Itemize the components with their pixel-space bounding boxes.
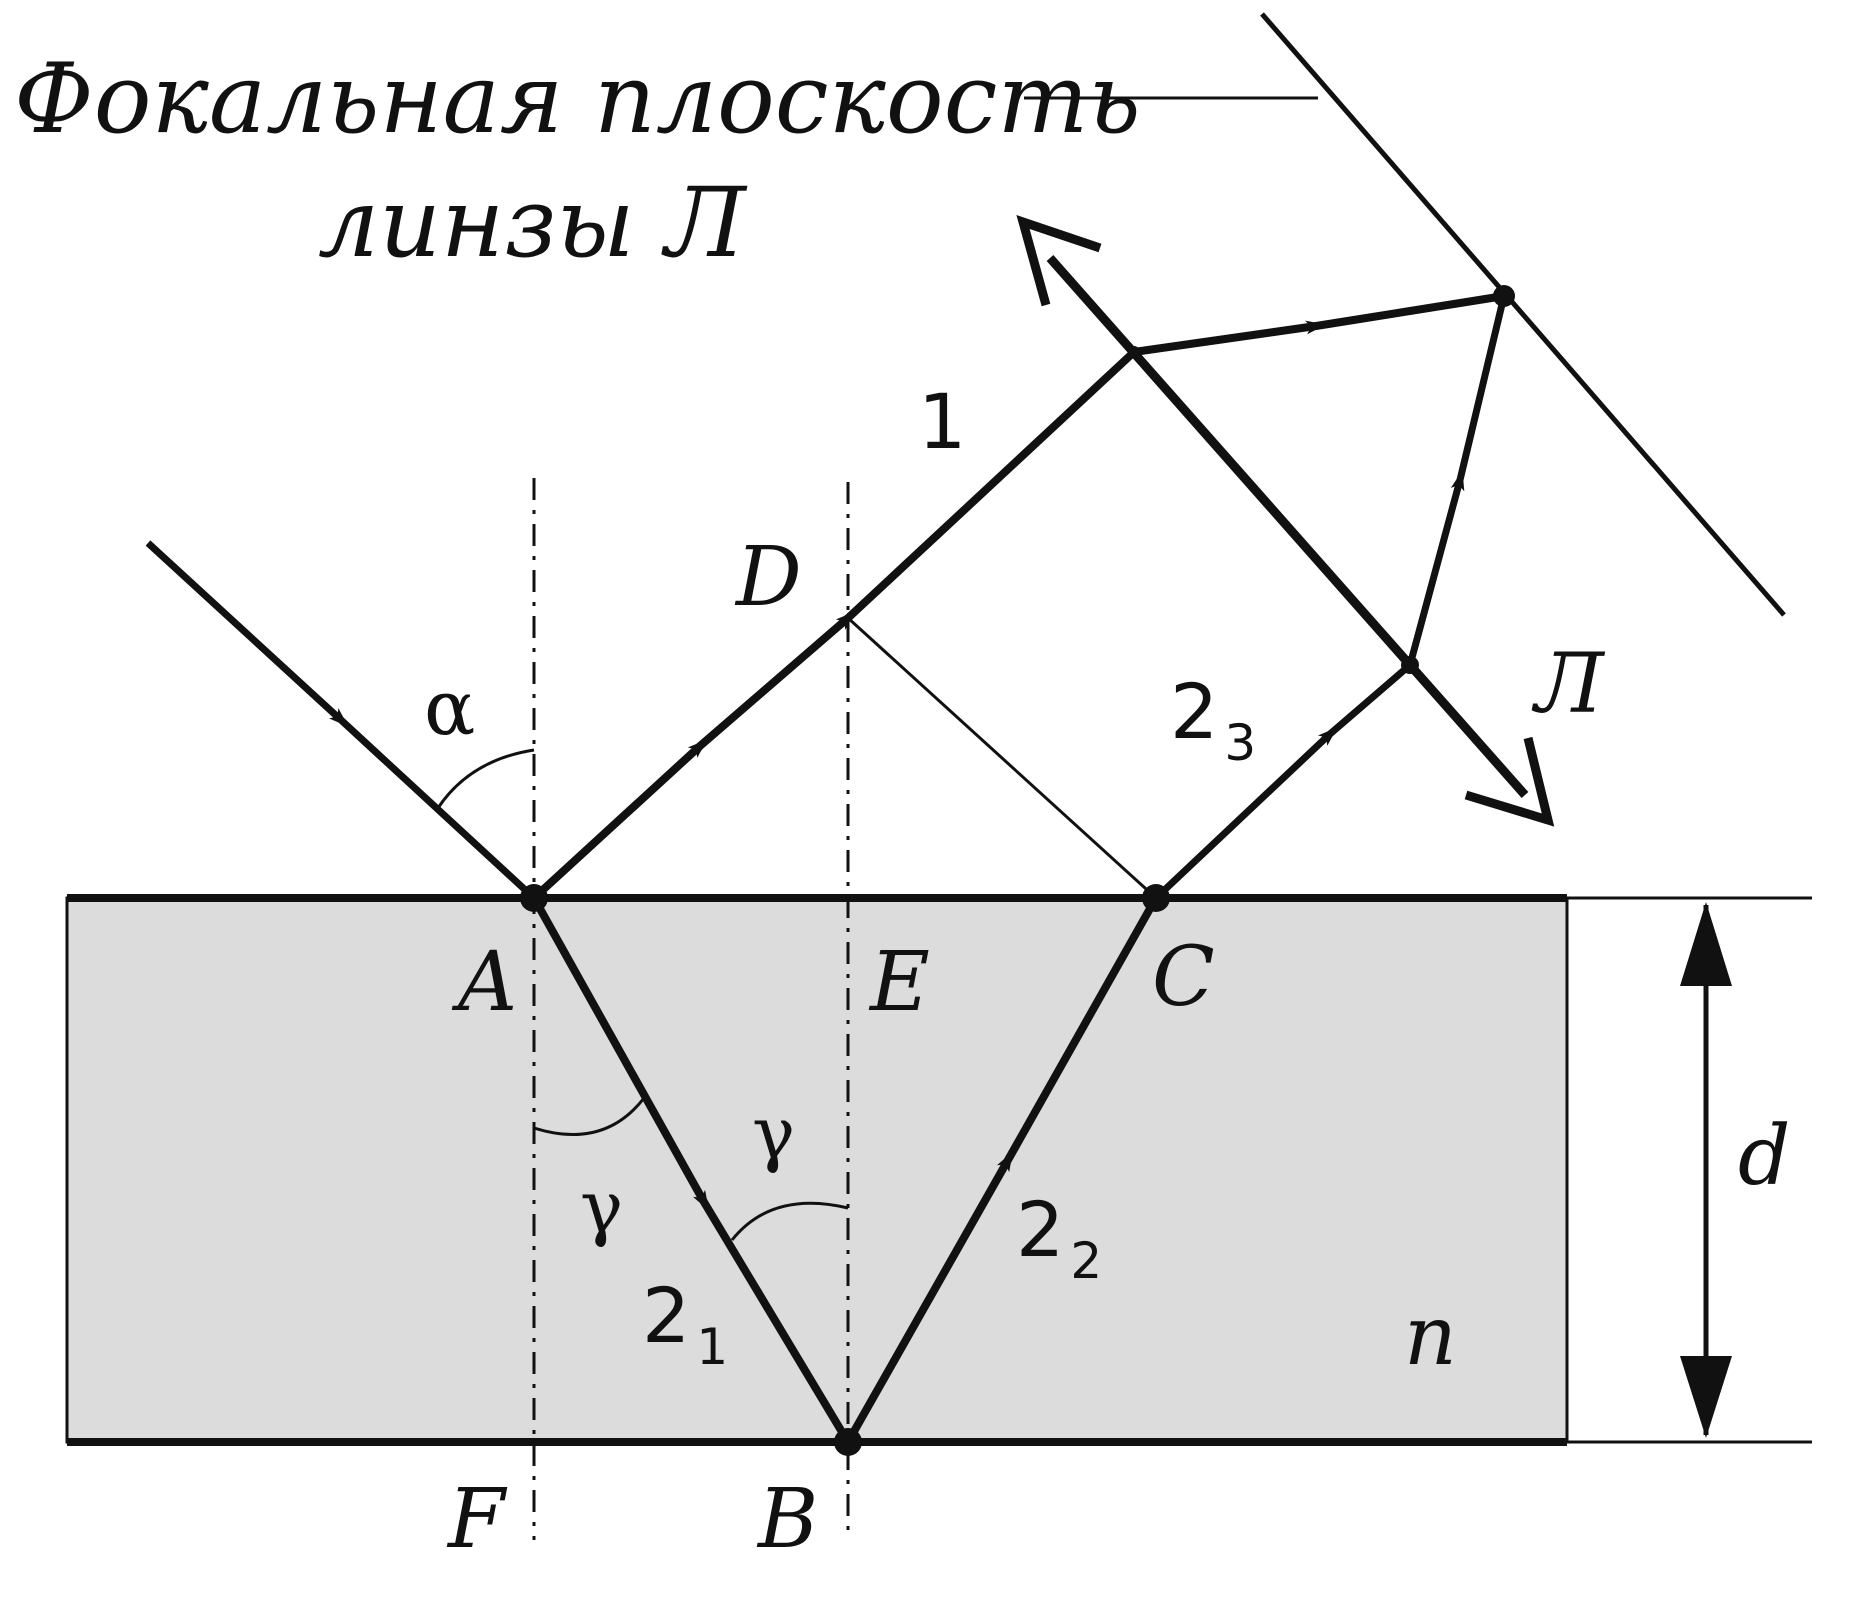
label-point-c: C [1152,930,1215,1025]
thickness-arrow-bottom [1680,1356,1732,1438]
thickness-arrow-top [1680,902,1732,986]
point-b-dot [834,1428,862,1456]
lens-line [1046,255,1529,798]
ray-1-after-lens [1133,292,1505,356]
lens-arrow-bottom [1464,736,1555,827]
label-angle-gamma-left: γ [580,1165,623,1249]
ray-2-1 [530,896,852,1445]
title-line-1: Фокальная плоскость [14,43,1141,155]
point-c-dot [1142,884,1170,912]
ray-2-3 [1153,662,1413,901]
label-point-e: E [868,935,930,1030]
angle-gamma-arc-right [730,1201,849,1241]
glass-plate [65,896,1569,1444]
wavefront-line-dc [846,616,1158,900]
label-angle-gamma-right: γ [752,1091,795,1175]
focal-plane-line [1260,12,1786,617]
angle-gamma-arc-left [533,1097,646,1136]
label-refractive-index-n: n [1404,1289,1457,1384]
lens-arrow-top [1016,215,1102,307]
label-angle-alpha: α [424,663,475,752]
focus-point-dot [1493,285,1515,307]
label-point-d: D [734,530,802,625]
label-point-b: B [756,1472,818,1567]
ray-2-3-after-lens [1406,295,1508,666]
label-ray-1: 1 [918,377,966,466]
label-point-f: F [446,1472,508,1567]
label-lens: Л [1531,637,1606,732]
point-a-dot [520,884,548,912]
label-point-a: A [451,935,517,1030]
ray-2-2 [844,896,1160,1444]
title-line-2: линзы Л [318,167,748,279]
incident-ray-arrow [145,540,537,901]
lens-ray1-dot [1128,346,1140,358]
angle-alpha-arc [436,748,535,809]
ray-1 [531,349,1137,901]
lens-ray2-dot [1401,656,1419,674]
label-thickness-d: d [1738,1109,1791,1204]
